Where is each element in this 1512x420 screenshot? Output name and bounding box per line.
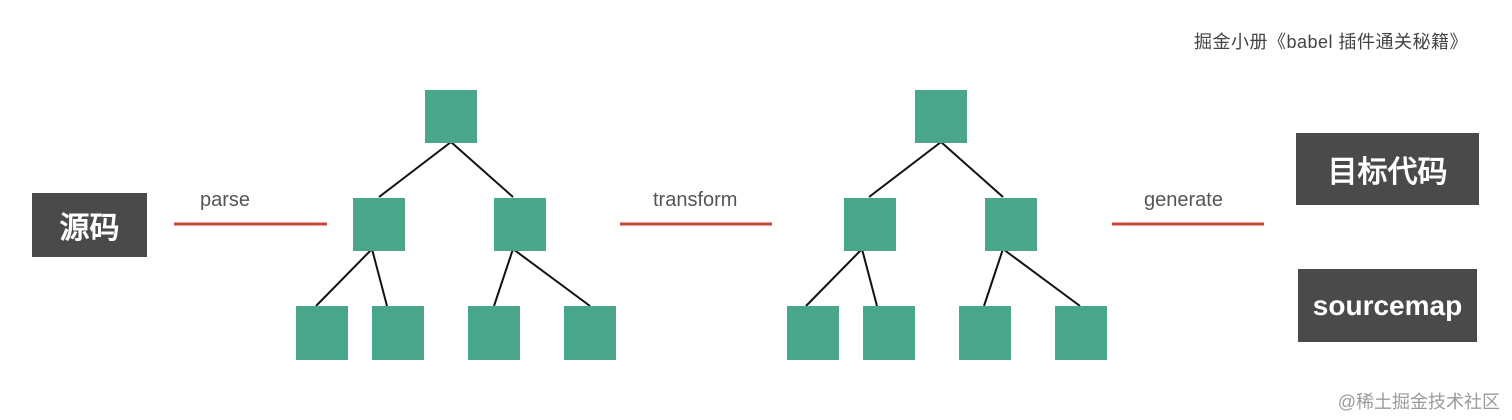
sourcemap-box: sourcemap [1298, 269, 1477, 342]
tree2-edge [868, 141, 942, 198]
tree2-edge [983, 248, 1004, 307]
tree2-node [985, 198, 1037, 251]
transform-label: transform [653, 189, 738, 211]
tree1-node [296, 306, 348, 360]
generate-label: generate [1144, 189, 1223, 211]
tree2-node [787, 306, 839, 360]
caption: 掘金小册《babel 插件通关秘籍》 [1193, 32, 1468, 52]
tree2-node [915, 90, 967, 143]
tree1-edge [493, 248, 514, 307]
tree1-node [372, 306, 424, 360]
ast-tree-2 [787, 90, 1107, 360]
tree2-node [863, 306, 915, 360]
parse-label: parse [200, 189, 251, 211]
tree2-edge [861, 248, 878, 307]
source-code-box: 源码 [32, 193, 147, 257]
watermark: @稀土掘金技术社区 [1337, 392, 1500, 412]
source-code-label: 源码 [59, 212, 120, 245]
tree2-edge [940, 141, 1004, 198]
target-code-label: 目标代码 [1327, 156, 1448, 189]
tree1-edge [512, 248, 591, 307]
tree1-edge [315, 248, 373, 307]
tree2-edge [1002, 248, 1081, 307]
tree2-node [1055, 306, 1107, 360]
tree1-node [564, 306, 616, 360]
tree2-node [844, 198, 896, 251]
tree1-edge [450, 141, 514, 198]
ast-tree-1 [296, 90, 616, 360]
tree1-edge [378, 141, 452, 198]
tree1-node [468, 306, 520, 360]
sourcemap-label: sourcemap [1312, 289, 1463, 321]
tree2-edge [805, 248, 863, 307]
tree1-node [353, 198, 405, 251]
tree2-node [959, 306, 1011, 360]
tree1-node [425, 90, 477, 143]
tree1-node [494, 198, 546, 251]
target-code-box: 目标代码 [1296, 133, 1479, 205]
tree1-edge [371, 248, 388, 307]
